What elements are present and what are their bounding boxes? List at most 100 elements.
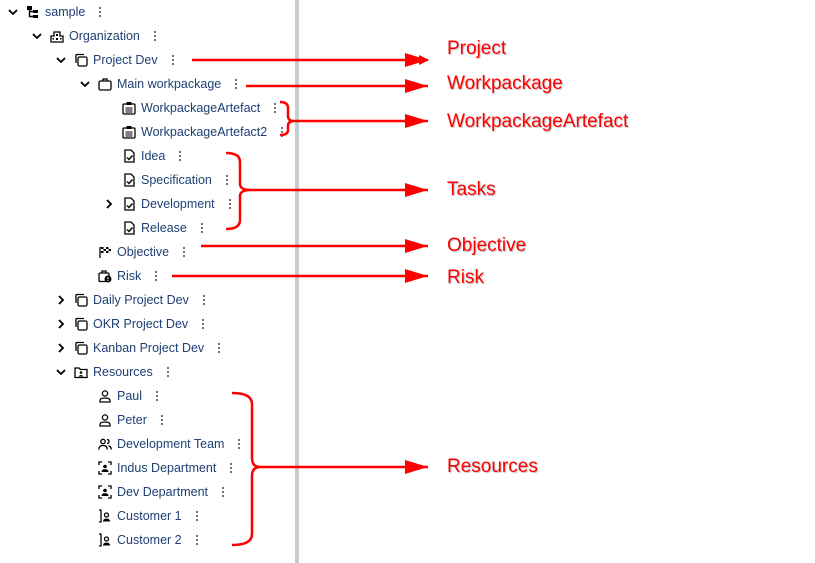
- arrowhead-project: [405, 53, 428, 67]
- person-icon: [98, 413, 112, 427]
- tree-item-development[interactable]: Development: [102, 192, 235, 216]
- more-options-icon[interactable]: [225, 197, 235, 211]
- tree-item-label: Specification: [141, 173, 212, 187]
- arrowhead-risk: [405, 269, 428, 283]
- more-options-icon[interactable]: [270, 101, 280, 115]
- chevron-down-icon[interactable]: [6, 5, 20, 19]
- more-options-icon[interactable]: [226, 461, 236, 475]
- tree-item-release[interactable]: Release: [102, 216, 207, 240]
- more-options-icon[interactable]: [218, 485, 228, 499]
- tree-item-customer-1[interactable]: Customer 1: [78, 504, 202, 528]
- task-icon: [122, 197, 136, 211]
- more-options-icon[interactable]: [214, 341, 224, 355]
- tree-item-indus-department[interactable]: Indus Department: [78, 456, 236, 480]
- tree-item-label: Resources: [93, 365, 153, 379]
- tree-item-workpackageartefact[interactable]: WorkpackageArtefact: [102, 96, 280, 120]
- tree-item-objective[interactable]: Objective: [78, 240, 189, 264]
- task-icon: [122, 221, 136, 235]
- project-icon: [74, 293, 88, 307]
- tree-item-label: sample: [45, 5, 86, 19]
- artefact-icon: [122, 125, 136, 139]
- panel-splitter[interactable]: [295, 0, 299, 563]
- tree-item-label: Paul: [117, 389, 143, 403]
- annotation-project: Project: [447, 38, 507, 59]
- more-options-icon[interactable]: [157, 413, 167, 427]
- tree-item-label: Daily Project Dev: [93, 293, 189, 307]
- task-icon: [122, 149, 136, 163]
- chevron-right-icon[interactable]: [54, 293, 68, 307]
- tree-item-label: Kanban Project Dev: [93, 341, 205, 355]
- more-options-icon[interactable]: [179, 245, 189, 259]
- tree-item-kanban-project-dev[interactable]: Kanban Project Dev: [54, 336, 224, 360]
- more-options-icon[interactable]: [192, 533, 202, 547]
- project-icon: [74, 53, 88, 67]
- person-icon: [98, 389, 112, 403]
- tree-item-label: Customer 1: [117, 509, 182, 523]
- tree-item-label: OKR Project Dev: [93, 317, 189, 331]
- more-options-icon[interactable]: [234, 437, 244, 451]
- team-icon: [98, 437, 112, 451]
- tree-item-development-team[interactable]: Development Team: [78, 432, 244, 456]
- more-options-icon[interactable]: [151, 269, 161, 283]
- more-options-icon[interactable]: [150, 29, 160, 43]
- chevron-down-icon[interactable]: [30, 29, 44, 43]
- tree-item-label: Release: [141, 221, 187, 235]
- chevron-down-icon[interactable]: [54, 53, 68, 67]
- arrowhead-artefact: [405, 114, 428, 128]
- arrowhead-objective: [405, 239, 428, 253]
- chevron-down-icon[interactable]: [54, 365, 68, 379]
- more-options-icon[interactable]: [163, 365, 173, 379]
- arrowhead-workpackage: [405, 79, 428, 93]
- tree-item-idea[interactable]: Idea: [102, 144, 185, 168]
- tree-item-okr-project-dev[interactable]: OKR Project Dev: [54, 312, 208, 336]
- tree-item-label: Dev Department: [117, 485, 209, 499]
- more-options-icon[interactable]: [197, 221, 207, 235]
- arrowhead-resources: [405, 460, 428, 474]
- annotation-tasks: Tasks: [447, 179, 496, 200]
- tree-item-project-dev[interactable]: Project Dev: [54, 48, 178, 72]
- tree-item-main-workpackage[interactable]: Main workpackage: [78, 72, 241, 96]
- tree-item-customer-2[interactable]: Customer 2: [78, 528, 202, 552]
- tree-item-risk[interactable]: Risk: [78, 264, 161, 288]
- tree-item-specification[interactable]: Specification: [102, 168, 232, 192]
- arrowhead-tasks: [405, 183, 428, 197]
- chevron-right-icon[interactable]: [54, 341, 68, 355]
- more-options-icon[interactable]: [192, 509, 202, 523]
- more-options-icon[interactable]: [175, 149, 185, 163]
- more-options-icon[interactable]: [222, 173, 232, 187]
- annotation-risk: Risk: [447, 267, 484, 288]
- chevron-right-icon[interactable]: [102, 197, 116, 211]
- tree-structure-icon: [26, 5, 40, 19]
- more-options-icon[interactable]: [152, 389, 162, 403]
- tree-item-label: Objective: [117, 245, 170, 259]
- more-options-icon[interactable]: [231, 77, 241, 91]
- more-options-icon[interactable]: [199, 293, 209, 307]
- tree-item-label: Customer 2: [117, 533, 182, 547]
- tree-item-label: Main workpackage: [117, 77, 222, 91]
- tree-item-dev-department[interactable]: Dev Department: [78, 480, 228, 504]
- tree-item-label: Peter: [117, 413, 147, 427]
- more-options-icon[interactable]: [198, 317, 208, 331]
- more-options-icon[interactable]: [168, 53, 178, 67]
- annotation-workpackage-artefact: WorkpackageArtefact: [447, 111, 629, 132]
- annotation-resources: Resources: [447, 456, 538, 477]
- tree-item-resources[interactable]: Resources: [54, 360, 173, 384]
- chevron-down-icon[interactable]: [78, 77, 92, 91]
- task-icon: [122, 173, 136, 187]
- project-icon: [74, 317, 88, 331]
- tree-item-paul[interactable]: Paul: [78, 384, 162, 408]
- tree-item-daily-project-dev[interactable]: Daily Project Dev: [54, 288, 209, 312]
- chevron-right-icon[interactable]: [54, 317, 68, 331]
- tree-item-sample[interactable]: sample: [6, 0, 105, 24]
- department-icon: [98, 461, 112, 475]
- tree-item-workpackageartefact2[interactable]: WorkpackageArtefact2: [102, 120, 287, 144]
- workpackage-icon: [98, 77, 112, 91]
- more-options-icon[interactable]: [277, 125, 287, 139]
- tree-item-peter[interactable]: Peter: [78, 408, 167, 432]
- department-icon: [98, 485, 112, 499]
- tree-item-label: WorkpackageArtefact2: [141, 125, 268, 139]
- artefact-icon: [122, 101, 136, 115]
- more-options-icon[interactable]: [95, 5, 105, 19]
- tree-item-organization[interactable]: Organization: [30, 24, 160, 48]
